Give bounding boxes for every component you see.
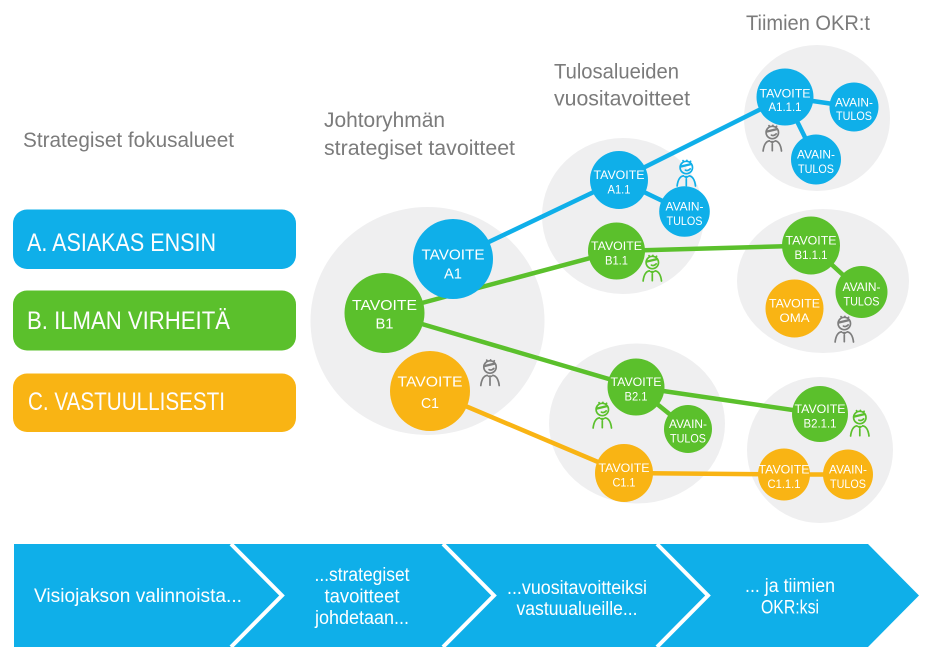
svg-text:TAVOITE: TAVOITE xyxy=(759,463,810,477)
svg-text:TAVOITE: TAVOITE xyxy=(795,402,846,416)
svg-text:AVAIN-: AVAIN- xyxy=(829,463,867,477)
svg-text:TAVOITE: TAVOITE xyxy=(769,297,820,311)
svg-text:tavoitteet: tavoitteet xyxy=(325,587,401,608)
svg-text:strategiset tavoitteet: strategiset tavoitteet xyxy=(324,136,515,160)
svg-text:TAVOITE: TAVOITE xyxy=(422,247,485,264)
svg-text:TAVOITE: TAVOITE xyxy=(594,168,645,182)
svg-text:Visiojakson valinnoista...: Visiojakson valinnoista... xyxy=(34,585,242,607)
svg-text:TULOS: TULOS xyxy=(670,432,706,446)
svg-text:C1: C1 xyxy=(421,395,439,412)
svg-text:C1.1.1: C1.1.1 xyxy=(768,477,801,491)
svg-text:B1.1.1: B1.1.1 xyxy=(795,248,828,262)
svg-text:TAVOITE: TAVOITE xyxy=(591,239,642,253)
svg-text:...strategiset: ...strategiset xyxy=(315,565,411,586)
svg-text:B2.1: B2.1 xyxy=(625,390,648,404)
svg-text:AVAIN-: AVAIN- xyxy=(797,148,835,162)
svg-text:...vuositavoitteiksi: ...vuositavoitteiksi xyxy=(507,578,647,599)
svg-text:TULOS: TULOS xyxy=(836,109,872,123)
svg-text:... ja tiimien: ... ja tiimien xyxy=(745,576,835,597)
svg-text:TAVOITE: TAVOITE xyxy=(786,234,837,248)
svg-text:Strategiset fokusalueet: Strategiset fokusalueet xyxy=(23,128,234,152)
svg-text:vastuualueille...: vastuualueille... xyxy=(517,599,638,620)
svg-text:TULOS: TULOS xyxy=(830,477,866,491)
svg-text:B2.1.1: B2.1.1 xyxy=(804,417,837,431)
svg-text:TAVOITE: TAVOITE xyxy=(611,375,662,389)
svg-text:TAVOITE: TAVOITE xyxy=(352,297,417,314)
svg-text:TAVOITE: TAVOITE xyxy=(760,87,811,101)
svg-text:TAVOITE: TAVOITE xyxy=(398,374,463,391)
svg-text:B. ILMAN VIRHEITÄ: B. ILMAN VIRHEITÄ xyxy=(27,307,230,335)
svg-text:Johtoryhmän: Johtoryhmän xyxy=(324,108,445,132)
svg-text:Tulosalueiden: Tulosalueiden xyxy=(554,60,679,84)
svg-text:A1: A1 xyxy=(444,266,462,283)
svg-text:A. ASIAKAS ENSIN: A. ASIAKAS ENSIN xyxy=(27,229,216,257)
svg-text:TULOS: TULOS xyxy=(844,295,880,309)
svg-text:Tiimien OKR:t: Tiimien OKR:t xyxy=(746,11,870,35)
svg-text:OMA: OMA xyxy=(780,311,810,325)
svg-text:vuositavoitteet: vuositavoitteet xyxy=(554,87,690,111)
svg-text:AVAIN-: AVAIN- xyxy=(669,417,707,431)
svg-text:AVAIN-: AVAIN- xyxy=(843,280,881,294)
svg-text:A1.1: A1.1 xyxy=(608,183,631,197)
svg-text:johdetaan...: johdetaan... xyxy=(314,608,409,629)
svg-text:AVAIN-: AVAIN- xyxy=(666,200,704,214)
svg-text:B1.1: B1.1 xyxy=(605,254,628,268)
svg-text:B1: B1 xyxy=(376,316,394,333)
svg-text:A1.1.1: A1.1.1 xyxy=(769,100,802,114)
svg-text:OKR:ksi: OKR:ksi xyxy=(761,598,819,619)
svg-text:AVAIN-: AVAIN- xyxy=(835,96,873,110)
svg-text:TULOS: TULOS xyxy=(798,162,834,176)
svg-text:C1.1: C1.1 xyxy=(613,476,636,490)
svg-text:C. VASTUULLISESTI: C. VASTUULLISESTI xyxy=(28,388,225,416)
svg-text:TULOS: TULOS xyxy=(667,214,703,228)
svg-text:TAVOITE: TAVOITE xyxy=(599,461,650,475)
